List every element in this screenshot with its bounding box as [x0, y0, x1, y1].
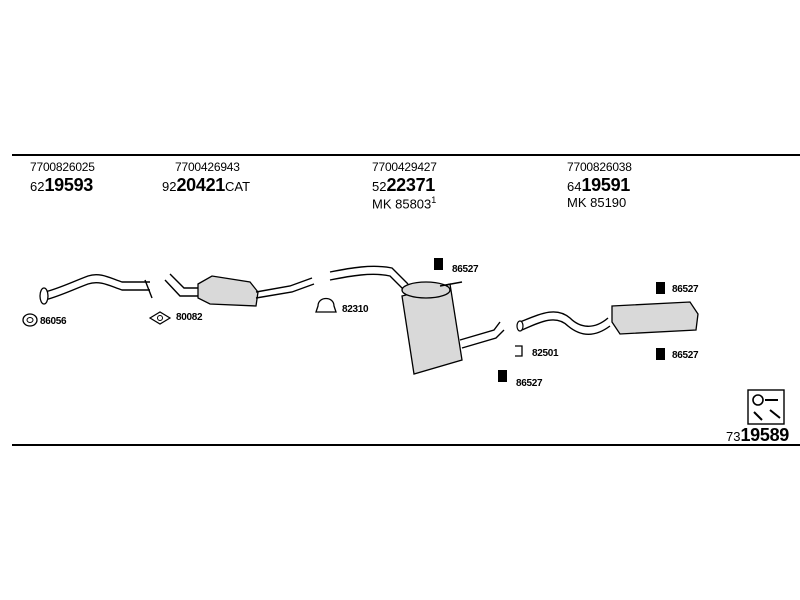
clamp-icon: [315, 297, 337, 313]
bottom-divider: [12, 444, 800, 446]
label-gasket-1: 86056: [40, 316, 67, 327]
mounting-kit-rear: MK 85190: [567, 195, 627, 210]
oe-number-rear-silencer: 7700826038: [567, 160, 632, 174]
mounting-kit-icon: [747, 389, 785, 425]
part-number-main: 19591: [581, 175, 631, 195]
part-suffix: CAT: [225, 179, 251, 194]
gasket-ring-icon: [22, 313, 38, 327]
hanger-icon: [656, 282, 665, 294]
label-rear-hanger-top: 86527: [672, 284, 699, 295]
hanger-icon: [434, 258, 443, 270]
top-divider: [12, 154, 800, 156]
hanger-icon: [498, 370, 507, 382]
part-number-main: 20421: [176, 175, 226, 195]
part-prefix: 64: [567, 179, 582, 194]
bracket-icon: [515, 345, 523, 357]
middle-silencer: [329, 265, 505, 375]
oe-number-middle-silencer: 7700429427: [372, 160, 437, 174]
oe-number-catalyst: 7700426943: [175, 160, 240, 174]
label-clamp: 82310: [342, 304, 369, 315]
catalytic-converter: [164, 273, 315, 307]
part-prefix: 62: [30, 179, 45, 194]
part-number-main: 19593: [44, 175, 94, 195]
part-prefix: 73: [726, 429, 741, 444]
part-number-main: 22371: [386, 175, 436, 195]
mk-label: MK 85803: [372, 196, 432, 212]
part-prefix: 92: [162, 179, 177, 194]
part-number-rear-silencer: 6419591: [567, 175, 630, 196]
part-number-catalyst: 9220421CAT: [162, 175, 250, 196]
kit-part-number: 7319589: [726, 425, 789, 446]
label-hanger-mid: 86527: [516, 378, 543, 389]
part-number-middle-silencer: 5222371: [372, 175, 435, 196]
label-bracket: 82501: [532, 348, 559, 359]
gasket-plate-icon: [148, 311, 172, 325]
front-pipe: [39, 273, 153, 305]
oe-number-front-pipe: 7700826025: [30, 160, 95, 174]
rear-silencer: [516, 301, 699, 335]
part-prefix: 52: [372, 179, 387, 194]
mounting-kit-middle: MK 858031: [372, 195, 436, 211]
hanger-icon: [656, 348, 665, 360]
label-gasket-2: 80082: [176, 312, 203, 323]
label-hanger-top: 86527: [452, 264, 479, 275]
label-rear-hanger-bottom: 86527: [672, 350, 699, 361]
mk-superscript: 1: [431, 195, 437, 205]
part-number-main: 19589: [740, 425, 790, 445]
part-number-front-pipe: 6219593: [30, 175, 93, 196]
